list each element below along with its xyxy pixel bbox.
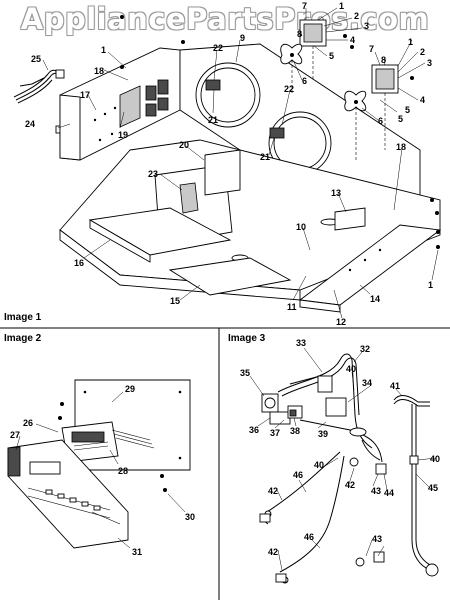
callout: 3 <box>364 21 369 31</box>
callout: 39 <box>318 429 328 439</box>
rear-wall-with-fans <box>179 43 421 201</box>
switch-34 <box>325 397 347 417</box>
callout: 1 <box>101 45 106 55</box>
wire-41 <box>393 395 430 403</box>
callout: 5 <box>398 114 403 124</box>
bracket-13 <box>334 207 366 231</box>
wire-46-lower <box>279 455 345 573</box>
callout: 45 <box>428 483 438 493</box>
callout: 42 <box>268 486 278 496</box>
image-1-drawing <box>13 7 442 319</box>
image-3-drawing <box>249 347 439 584</box>
callout: 15 <box>170 296 180 306</box>
callout: 30 <box>185 512 195 522</box>
panel-title-image-3: Image 3 <box>228 333 266 344</box>
callout: 7 <box>369 44 374 54</box>
front-console-31 <box>7 439 129 549</box>
wire-harness-25 <box>13 69 65 104</box>
callout: 19 <box>118 130 128 140</box>
control-board-28 <box>61 421 155 463</box>
callouts-image-2: 29 26 27 28 30 31 <box>10 384 195 557</box>
floor-plate-15 <box>168 257 292 296</box>
fan-motor-upper <box>280 19 327 95</box>
callout: 38 <box>290 426 300 436</box>
callout: 3 <box>427 58 432 68</box>
callout: 25 <box>31 54 41 64</box>
panel-title-image-2: Image 2 <box>4 333 42 344</box>
callout: 40 <box>430 454 440 464</box>
callout: 35 <box>240 368 250 378</box>
callout: 42 <box>345 480 355 490</box>
callout: 41 <box>390 381 400 391</box>
callout: 8 <box>381 55 386 65</box>
callout: 22 <box>284 84 294 94</box>
callout: 42 <box>268 547 278 557</box>
callout: 29 <box>125 384 135 394</box>
callout: 22 <box>213 43 223 53</box>
callout: 7 <box>302 1 307 11</box>
callout: 24 <box>25 119 35 129</box>
callout: 43 <box>372 534 382 544</box>
leader-lines-image-1 <box>42 7 439 319</box>
callout: 1 <box>339 1 344 11</box>
callout: 37 <box>270 428 280 438</box>
callout: 10 <box>296 222 306 232</box>
callout: 1 <box>408 37 413 47</box>
callout: 5 <box>329 51 334 61</box>
callout: 6 <box>302 76 307 86</box>
tray-16 <box>88 207 232 263</box>
callout: 43 <box>371 486 381 496</box>
callout: 31 <box>132 547 142 557</box>
callout: 28 <box>118 466 128 476</box>
callout: 44 <box>384 488 394 498</box>
control-panel-17 <box>59 47 181 161</box>
callout: 23 <box>148 169 158 179</box>
callout: 4 <box>420 95 425 105</box>
callout: 16 <box>74 258 84 268</box>
callout: 6 <box>378 116 383 126</box>
side-rail-14 <box>298 224 442 313</box>
callout: 2 <box>420 47 425 57</box>
callout: 11 <box>287 302 297 312</box>
callout: 32 <box>360 344 370 354</box>
callout: 17 <box>80 90 90 100</box>
callout: 12 <box>336 317 346 327</box>
callout: 40 <box>314 460 324 470</box>
callout: 9 <box>240 33 245 43</box>
callout: 18 <box>396 142 406 152</box>
callout: 21 <box>260 152 270 162</box>
watermark: AppliancePartsPros.com <box>20 2 430 36</box>
solenoid-35 <box>261 393 279 413</box>
callouts-image-1: 1 2 3 4 5 6 7 8 9 22 21 5 6 7 8 1 2 3 4 … <box>25 1 433 327</box>
callout: 8 <box>297 29 302 39</box>
callout: 5 <box>405 105 410 115</box>
image-2-drawing <box>7 379 191 549</box>
callout: 46 <box>304 532 314 542</box>
callout: 20 <box>179 140 189 150</box>
part-44 <box>375 463 387 475</box>
panel-title-image-1: Image 1 <box>4 312 42 323</box>
callout: 21 <box>208 115 218 125</box>
callout: 26 <box>23 418 33 428</box>
callout: 36 <box>249 425 259 435</box>
screws <box>120 15 440 249</box>
callout: 1 <box>428 280 433 290</box>
callout: 40 <box>346 364 356 374</box>
callout: 34 <box>362 378 372 388</box>
callout: 27 <box>10 430 20 440</box>
wire-39 <box>299 419 383 463</box>
callout: 2 <box>354 11 359 21</box>
callout: 14 <box>370 294 380 304</box>
callout: 13 <box>331 188 341 198</box>
component-upper <box>317 375 333 393</box>
fan-motor-lower <box>344 64 399 160</box>
callout: 4 <box>350 35 355 45</box>
callout: 46 <box>293 470 303 480</box>
callout: 33 <box>296 338 306 348</box>
callouts-image-3: 33 32 35 34 41 36 37 38 39 40 40 42 43 4… <box>240 338 440 557</box>
callout: 18 <box>94 66 104 76</box>
